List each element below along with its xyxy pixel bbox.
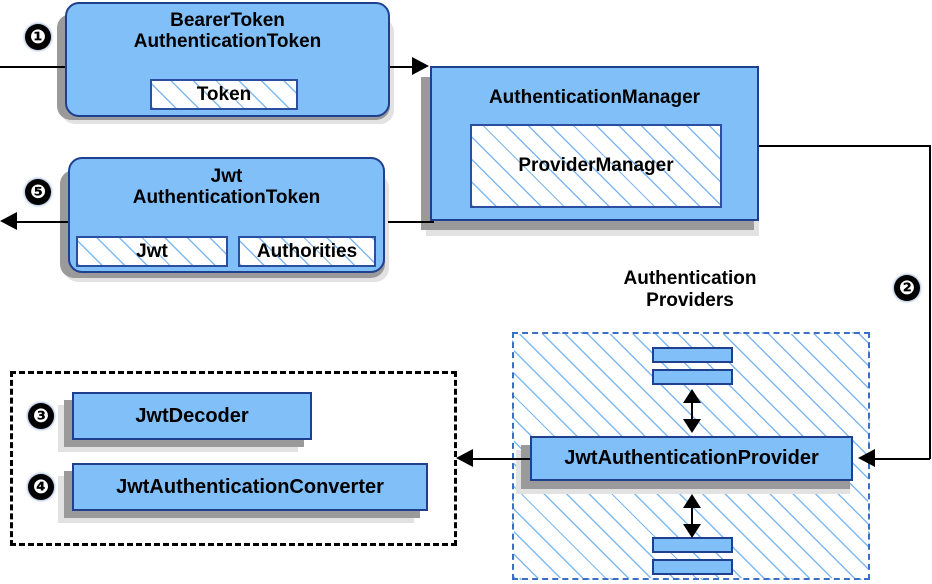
provider-link-bottom-arrow-up (683, 494, 701, 508)
provider-link-top-arrow-up (683, 389, 701, 403)
response-out-arrowhead (0, 212, 17, 230)
provider-bar-bottom-2 (652, 559, 733, 575)
provider-manager-box[interactable]: ProviderManager (470, 124, 722, 208)
provider-link-top-arrow-down (683, 419, 701, 433)
bearer-token-slot[interactable]: Token (150, 79, 298, 110)
authentication-providers-caption-line1: Authentication (623, 268, 757, 289)
provider-to-support-line (472, 458, 530, 460)
jwt-token-title-line1: Jwt (210, 166, 243, 187)
provider-manager-label: ProviderManager (518, 155, 674, 176)
step-badge-1: ❶ (25, 24, 51, 50)
bearer-to-manager-line (388, 66, 418, 68)
provider-bar-top-2 (652, 369, 733, 385)
request-in-line (0, 66, 70, 68)
jwt-authentication-provider-node[interactable]: JwtAuthenticationProvider (530, 436, 853, 481)
manager-right-line (757, 145, 930, 147)
step-badge-3: ❸ (28, 403, 54, 429)
bearer-token-slot-label: Token (196, 83, 252, 105)
jwt-authentication-converter-node[interactable]: JwtAuthenticationConverter (72, 463, 428, 511)
jwt-token-slot-authorities-label: Authorities (256, 240, 358, 262)
jwt-token-slot-jwt[interactable]: Jwt (76, 236, 228, 267)
jwt-token-slot-authorities[interactable]: Authorities (238, 236, 376, 267)
bearer-token-authentication-token-node[interactable]: BearerToken AuthenticationToken (65, 2, 390, 117)
manager-down-line (929, 145, 931, 459)
jwt-decoder-label: JwtDecoder (135, 404, 249, 427)
authentication-manager-title: AuthenticationManager (488, 87, 701, 108)
step-badge-4: ❹ (28, 474, 54, 500)
provider-to-support-arrowhead (456, 449, 473, 467)
bearer-to-manager-arrowhead (412, 57, 429, 75)
step-badge-5: ❺ (25, 179, 51, 205)
provider-link-top-line (691, 395, 693, 423)
jwt-authentication-provider-label: JwtAuthenticationProvider (564, 447, 819, 469)
manager-to-jwt-token-line (388, 221, 434, 223)
provider-in-line (872, 458, 930, 460)
provider-link-bottom-arrow-down (683, 524, 701, 538)
provider-bar-top-1 (652, 347, 733, 363)
authentication-providers-caption-line2: Providers (646, 290, 734, 312)
provider-in-arrowhead (858, 449, 875, 467)
provider-link-bottom-line (691, 500, 693, 528)
step-badge-2: ❷ (894, 275, 920, 301)
jwt-token-slot-jwt-label: Jwt (136, 240, 168, 262)
authentication-providers-caption: Authentication Providers (585, 268, 795, 313)
jwt-decoder-node[interactable]: JwtDecoder (72, 392, 312, 440)
bearer-token-title-line1: BearerToken (170, 10, 285, 31)
jwt-token-title-line2: AuthenticationToken (132, 187, 321, 209)
provider-bar-bottom-1 (652, 537, 733, 553)
bearer-token-title-line2: AuthenticationToken (133, 31, 322, 53)
jwt-authentication-converter-label: JwtAuthenticationConverter (116, 475, 384, 498)
response-out-line (14, 221, 72, 223)
